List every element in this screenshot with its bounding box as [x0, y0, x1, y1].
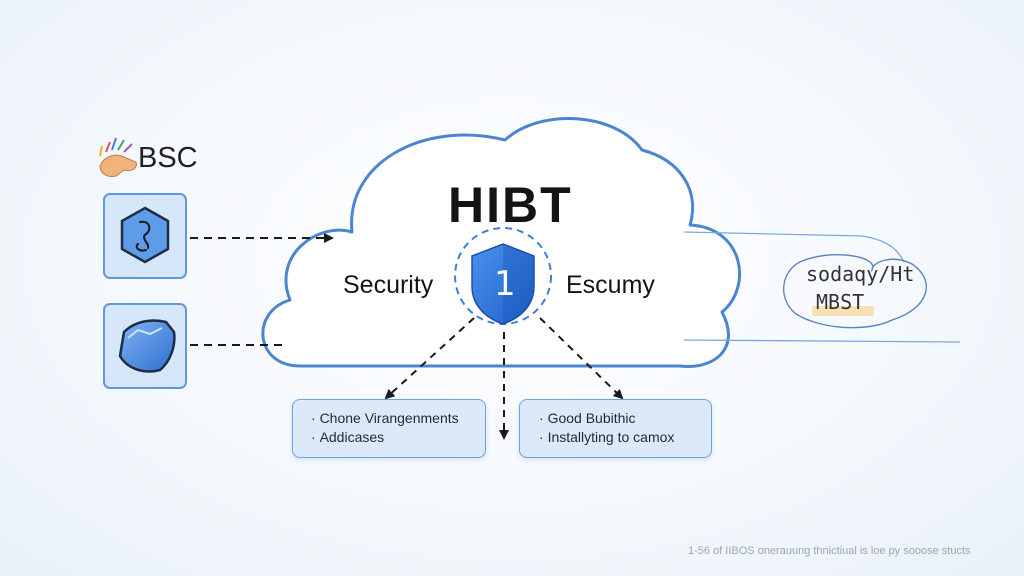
shield-number: 1: [494, 264, 516, 304]
brand-label: BSC: [138, 142, 198, 174]
blue-block-icon: [118, 319, 176, 373]
cloud-shape: [261, 117, 742, 368]
cloud-right-label: Escumy: [566, 271, 655, 299]
cloud-title: HIBT: [448, 177, 573, 233]
sketch-text-line-2: MBST: [816, 290, 865, 314]
hexagon-link-icon: [120, 206, 170, 264]
info-box-left-line-2: Addicases: [311, 428, 459, 447]
info-box-left-line-1: Chone Virangenments: [311, 409, 459, 428]
footnote: 1-56 of IIBOS onerauung thnictiual is lo…: [688, 545, 971, 557]
info-box-right-line-1: Good Bubithic: [539, 409, 674, 428]
sketch-scribble: [782, 254, 927, 329]
sketch-connector-bottom: [683, 339, 961, 343]
sketch-connector-top: [683, 231, 905, 263]
arrow-shield-to-right-box: [539, 317, 624, 400]
info-box-right[interactable]: Good Bubithic Installyting to camox: [519, 399, 712, 458]
info-box-right-line-2: Installyting to camox: [539, 428, 675, 447]
cloud-left-label: Security: [343, 271, 434, 299]
sketch-text-line-1: sodaqy/Ht: [806, 262, 915, 286]
sketch-highlight: [812, 306, 874, 316]
hand-palette-icon: [99, 137, 137, 177]
shield-icon: [471, 243, 535, 325]
arrow-shield-to-left-box: [384, 317, 475, 400]
info-box-left[interactable]: Chone Virangenments Addicases: [292, 399, 486, 458]
